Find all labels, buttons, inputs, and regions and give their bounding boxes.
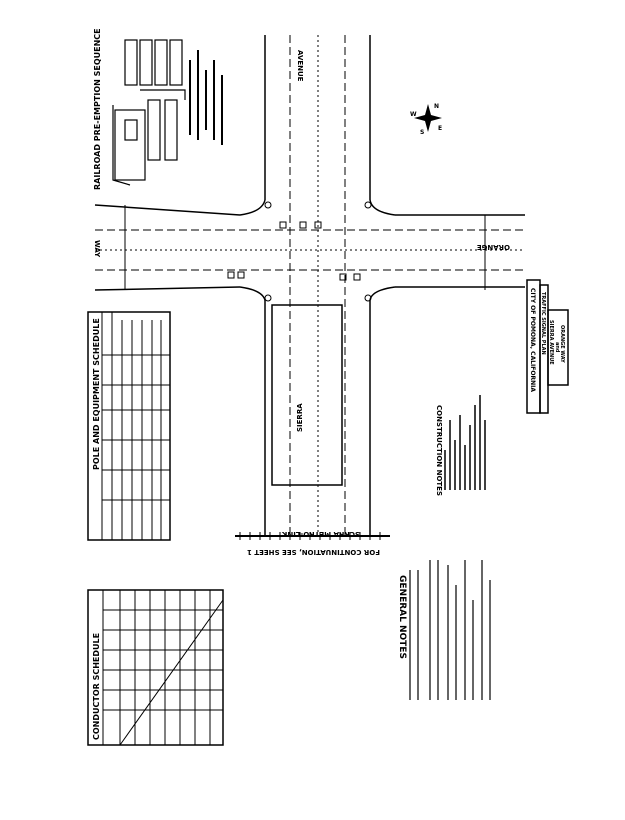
construction-notes-title: CONSTRUCTION NOTES <box>435 405 443 496</box>
conductor-schedule: CONDUCTOR SCHEDULE <box>87 589 224 746</box>
svg-text:N: N <box>434 103 439 110</box>
general-notes-title: GENERAL NOTES <box>397 575 407 659</box>
title-street-2: ORANGE WAY <box>559 325 565 363</box>
street-label-sierra: SIERRA <box>296 403 304 432</box>
pole-schedule-title: POLE AND EQUIPMENT SCHEDULE <box>92 318 101 470</box>
title-block: CITY OF POMONA, CALIFORNIA TRAFFIC SIGNA… <box>526 279 569 414</box>
svg-text:W: W <box>410 111 417 118</box>
title-street-1: SIERRA AVENUE <box>548 320 554 365</box>
street-label-orange: ORANGE <box>477 243 510 251</box>
railroad-preemption-panel: RAILROAD PRE-EMPTION SEQUENCE <box>93 28 223 190</box>
general-notes: GENERAL NOTES <box>397 560 491 700</box>
title-plan: TRAFFIC SIGNAL PLAN <box>540 292 546 355</box>
street-label-avenue: AVENUE <box>296 50 304 82</box>
north-arrow-icon: N S E W <box>410 103 442 136</box>
continuation-note: FOR CONTINUATION, SEE SHEET 1 <box>247 548 380 556</box>
svg-text:E: E <box>438 125 442 132</box>
intersection-plan: AVENUE SIERRA ORANGE WAY SCRRA METRO-LIN… <box>93 35 525 556</box>
svg-text:S: S <box>420 129 424 136</box>
railroad-sequence-title: RAILROAD PRE-EMPTION SEQUENCE <box>93 28 102 190</box>
construction-notes: CONSTRUCTION NOTES <box>435 395 486 496</box>
title-and: and <box>554 342 560 353</box>
pole-equipment-schedule: POLE AND EQUIPMENT SCHEDULE <box>87 311 171 541</box>
title-city: CITY OF POMONA, CALIFORNIA <box>529 288 536 392</box>
conductor-schedule-title: CONDUCTOR SCHEDULE <box>92 633 101 740</box>
railroad-line-label: SCRRA METRO-LINK <box>281 530 360 538</box>
street-label-way: WAY <box>93 240 101 258</box>
